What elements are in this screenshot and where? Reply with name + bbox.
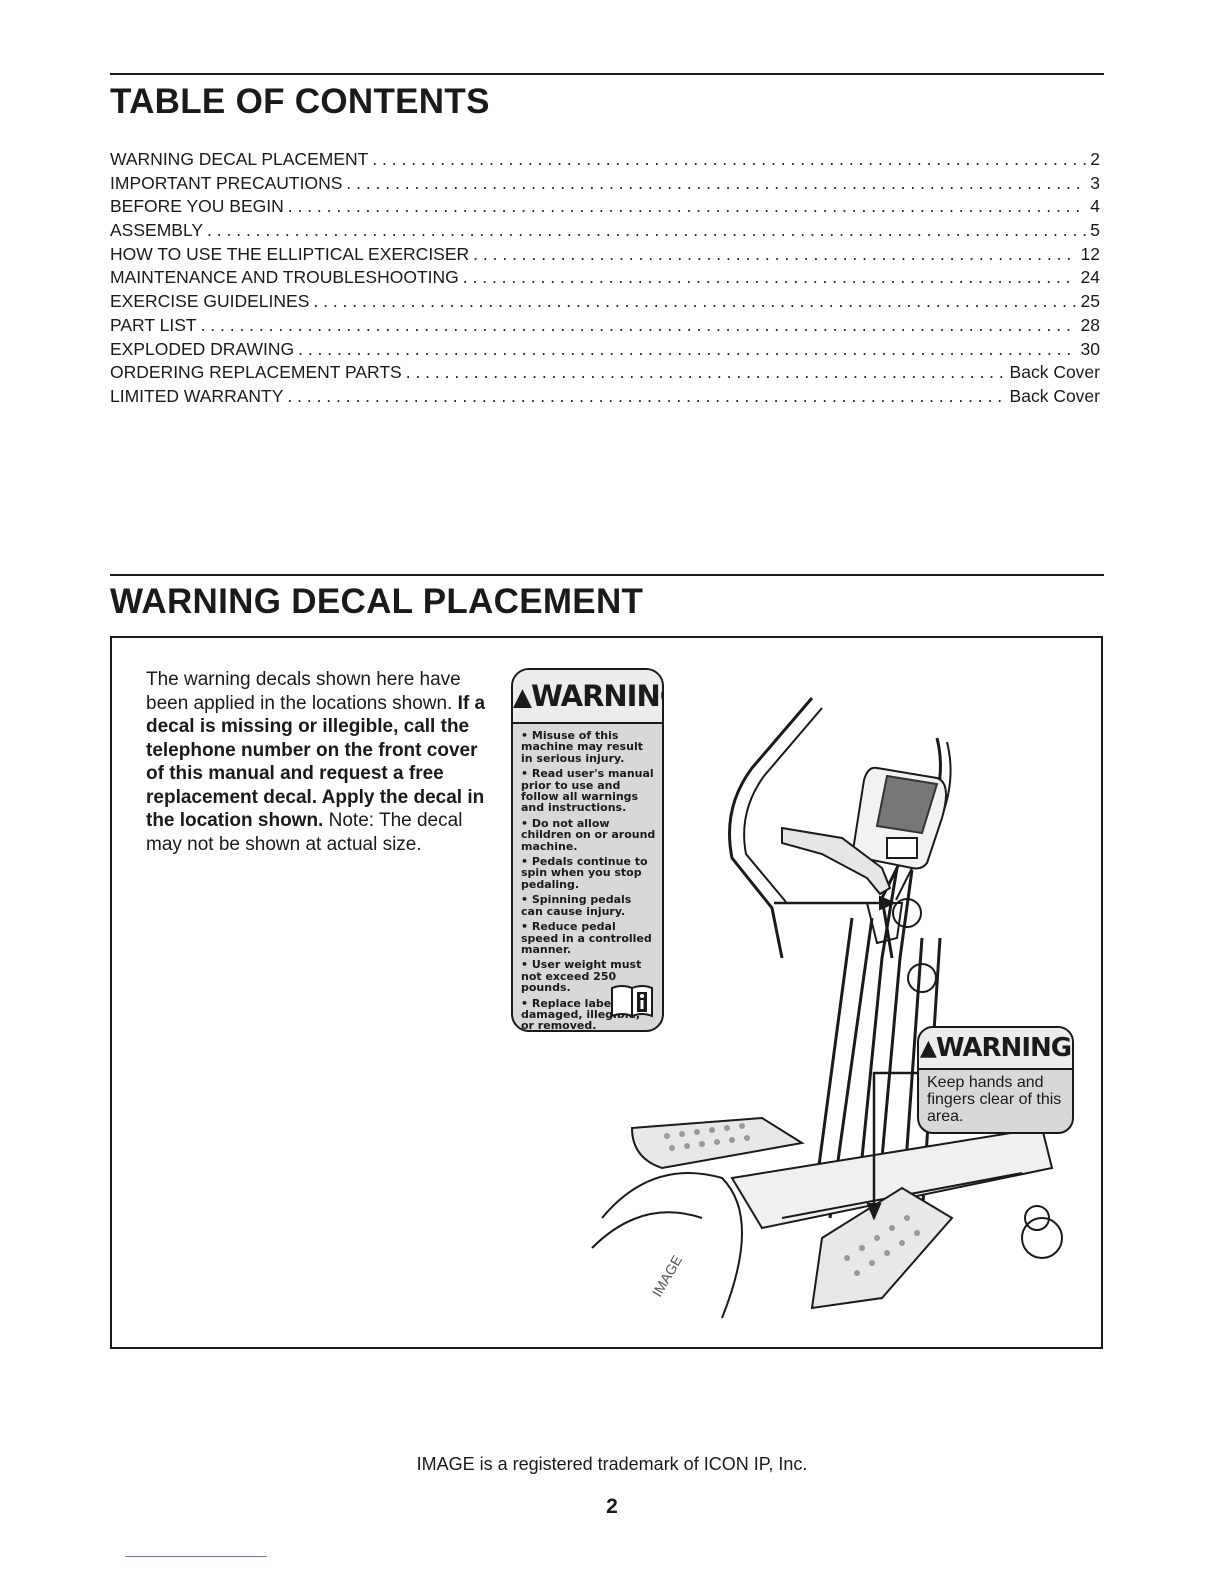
toc-leader-dots: [473, 243, 1076, 267]
toc-entry-title: ORDERING REPLACEMENT PARTS: [110, 362, 402, 383]
elliptical-machine-illustration: IMAGE: [591, 697, 1063, 1319]
toc-entry[interactable]: MAINTENANCE AND TROUBLESHOOTING 24: [110, 266, 1100, 290]
page-number: 2: [606, 1495, 618, 1518]
manual-info-icon: [611, 985, 653, 1018]
toc-leader-dots: [313, 290, 1076, 314]
warning-item: Pedals continue to spin when you stop pe…: [521, 856, 656, 890]
base-frame: [730, 1126, 1054, 1230]
warning-triangle-icon: ▲: [919, 1035, 937, 1061]
trademark-notice: IMAGE is a registered trademark of ICON …: [416, 1454, 808, 1474]
decal-figure-box: The warning decals shown here have been …: [110, 636, 1103, 1349]
toc-entry[interactable]: EXPLODED DRAWING 30: [110, 338, 1100, 362]
toc-entry-page: 25: [1080, 291, 1100, 312]
left-handlebar: [728, 697, 814, 959]
toc-entry[interactable]: ORDERING REPLACEMENT PARTS Back Cover: [110, 361, 1100, 385]
toc-entry-page: 12: [1080, 243, 1100, 264]
toc-leader-dots: [207, 219, 1086, 243]
warning-item: Replace label if damaged, illegible, or …: [521, 997, 656, 1030]
arrow-to-pedal: [872, 1071, 917, 1218]
decal-intro-text: The warning decals shown here have been …: [146, 668, 496, 856]
toc-leader-dots: [463, 266, 1077, 290]
toc-entry-title: LIMITED WARRANTY: [110, 385, 284, 406]
warning-decal-large-header: ▲WARNING: [513, 670, 662, 724]
toc-entry-page: 24: [1080, 267, 1100, 288]
toc-entry-page: 4: [1090, 196, 1100, 217]
toc-top-rule: [110, 73, 1104, 75]
warning-decal-large: ▲WARNING Misuse of this machine may resu…: [511, 668, 664, 1032]
toc-entry-title: HOW TO USE THE ELLIPTICAL EXERCISER: [110, 243, 470, 264]
toc-entry-page: Back Cover: [1009, 362, 1100, 383]
toc-leader-dots: [288, 195, 1087, 219]
intro-note: Note: The decal may not be shown at actu…: [146, 810, 463, 855]
warning-item: User weight must not exceed 250 pounds.: [521, 959, 656, 993]
toc-leader-dots: [298, 338, 1076, 362]
warning-item: Read user's manual prior to use and foll…: [521, 768, 656, 814]
toc-entry-title: MAINTENANCE AND TROUBLESHOOTING: [110, 267, 459, 288]
toc-entry-page: Back Cover: [1009, 385, 1100, 406]
toc-entry[interactable]: HOW TO USE THE ELLIPTICAL EXERCISER 12: [110, 243, 1100, 267]
warning-item: Reduce pedal speed in a controlled manne…: [521, 921, 656, 955]
flywheel-shroud: [601, 1172, 743, 1319]
decal-heading: WARNING DECAL PLACEMENT: [110, 582, 644, 621]
toc-entry-title: BEFORE YOU BEGIN: [110, 196, 284, 217]
toc-entry-page: 3: [1090, 172, 1100, 193]
toc-entry[interactable]: IMPORTANT PRECAUTIONS 3: [110, 172, 1100, 196]
toc-leader-dots: [406, 361, 1006, 385]
toc-entry[interactable]: LIMITED WARRANTY Back Cover: [110, 385, 1100, 409]
toc-leader-dots: [372, 148, 1086, 172]
toc-leader-dots: [201, 314, 1077, 338]
toc-entry[interactable]: WARNING DECAL PLACEMENT 2: [110, 148, 1100, 172]
warning-item: Do not allow children on or around machi…: [521, 818, 656, 852]
footer-link-underline: [125, 1556, 267, 1557]
toc-entry[interactable]: ASSEMBLY 5: [110, 219, 1100, 243]
warning-triangle-icon: ▲: [513, 682, 532, 711]
warning-decal-list: Misuse of this machine may result in ser…: [513, 730, 662, 1030]
warning-item: Spinning pedals can cause injury.: [521, 894, 656, 917]
warning-item: Misuse of this machine may result in ser…: [521, 730, 656, 764]
static-handles: [781, 826, 892, 896]
toc-entry-page: 30: [1080, 338, 1100, 359]
toc-entry[interactable]: EXERCISE GUIDELINES 25: [110, 290, 1100, 314]
toc-leader-dots: [287, 385, 1005, 409]
right-pedal: [810, 1186, 954, 1310]
toc-entry-page: 5: [1090, 220, 1100, 241]
decal-top-rule: [110, 574, 1104, 576]
intro-plain: The warning decals shown here have been …: [146, 669, 461, 714]
toc-heading: TABLE OF CONTENTS: [110, 82, 490, 121]
toc-entry-title: IMPORTANT PRECAUTIONS: [110, 172, 343, 193]
toc-entry[interactable]: PART LIST 28: [110, 314, 1100, 338]
toc-entry-title: WARNING DECAL PLACEMENT: [110, 149, 369, 169]
toc-entry-title: EXPLODED DRAWING: [110, 338, 295, 359]
toc-leader-dots: [346, 172, 1086, 196]
toc-entry-page: 28: [1080, 314, 1100, 335]
toc-entry[interactable]: BEFORE YOU BEGIN 4: [110, 195, 1100, 219]
toc-entry-title: ASSEMBLY: [110, 220, 204, 241]
intro-bold: If a decal is missing or illegible, call…: [146, 692, 486, 832]
toc-entry-title: EXERCISE GUIDELINES: [110, 291, 310, 312]
toc-entry-page: 2: [1090, 149, 1100, 169]
warning-decal-small-text: Keep hands and fingers clear of this are…: [927, 1074, 1062, 1125]
shroud-brand: IMAGE: [649, 1252, 685, 1299]
warning-decal-small-header: ▲WARNING: [919, 1028, 1072, 1070]
warning-decal-small: ▲WARNING Keep hands and fingers clear of…: [917, 1026, 1074, 1134]
toc-entry-title: PART LIST: [110, 314, 197, 335]
